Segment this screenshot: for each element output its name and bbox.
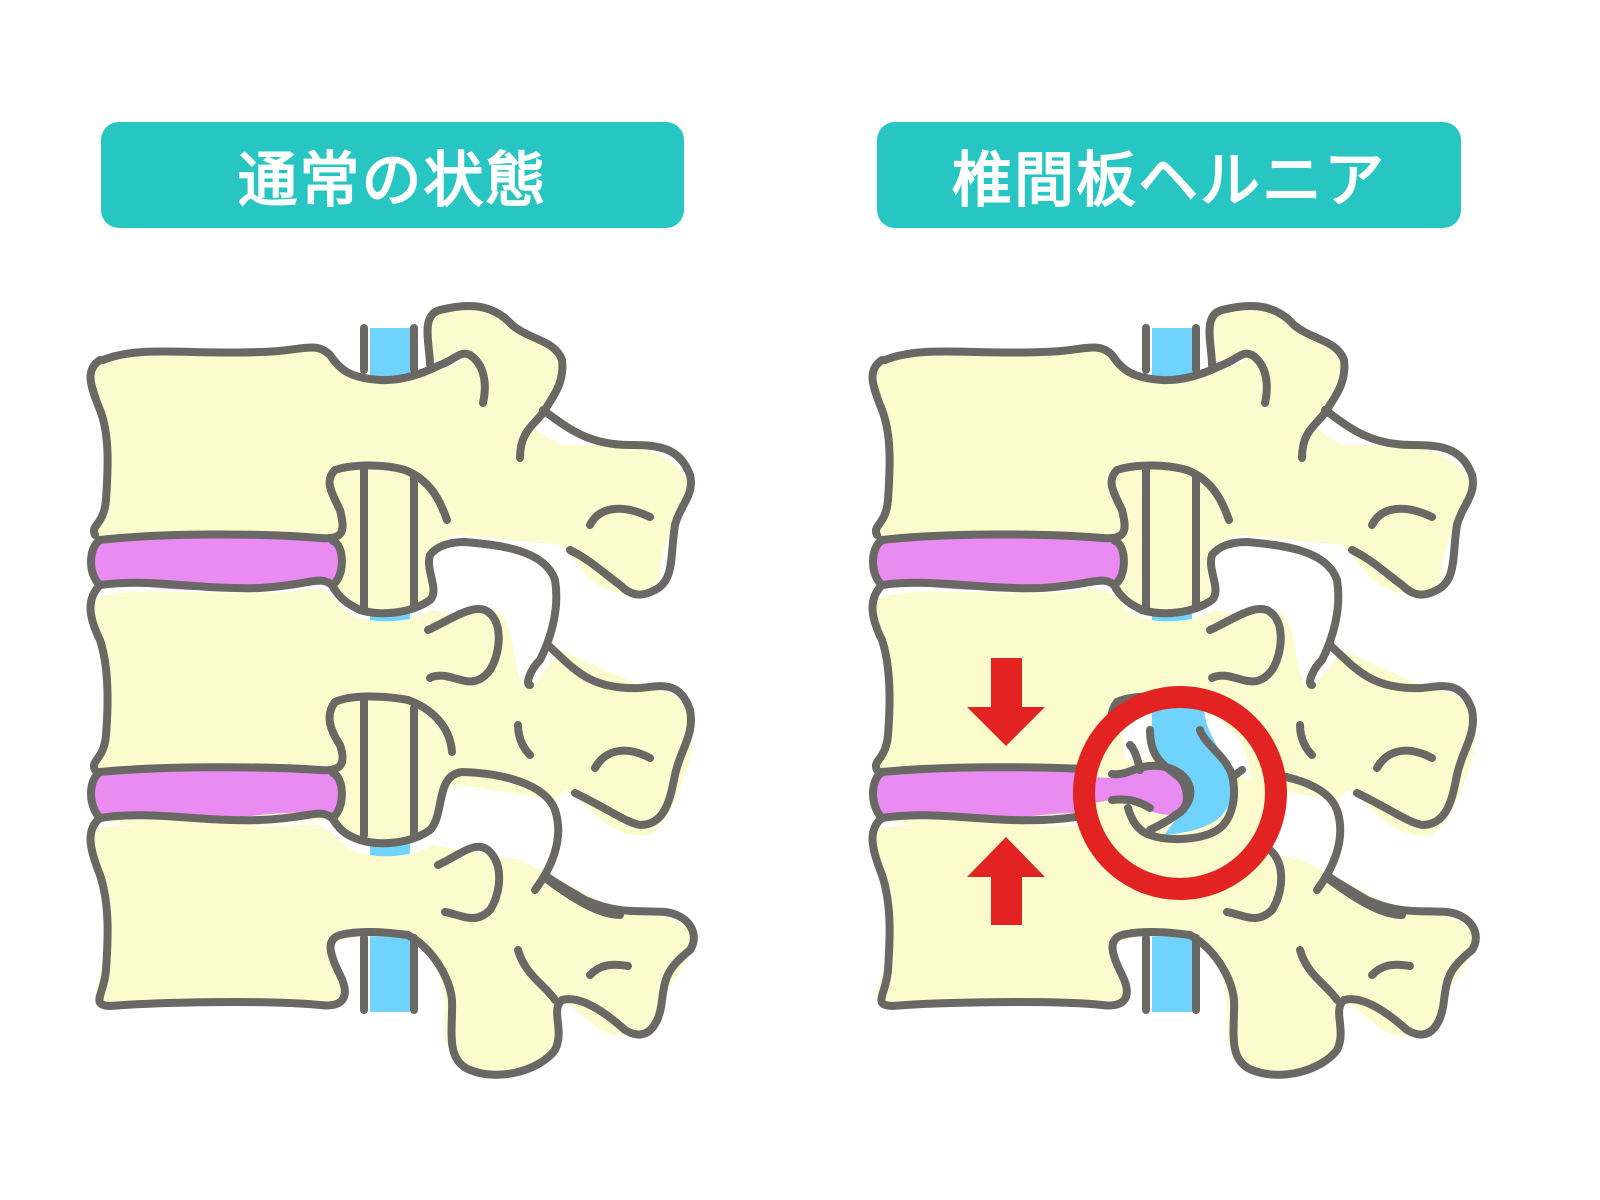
normal-spine-illustration (90, 304, 694, 1077)
herniation-circle (1073, 686, 1287, 900)
herniation-label: 椎間板ヘルニア (877, 122, 1461, 228)
herniation-detail (1055, 699, 1276, 891)
normal-state-title: 通常の状態 (237, 145, 548, 216)
down-arrow-icon (967, 658, 1045, 746)
compression-arrows (967, 658, 1045, 925)
up-arrow-icon (967, 837, 1045, 925)
normal-state-label: 通常の状態 (101, 122, 684, 228)
herniated-spine-illustration (872, 304, 1476, 1077)
herniation-title: 椎間板ヘルニア (952, 145, 1386, 216)
